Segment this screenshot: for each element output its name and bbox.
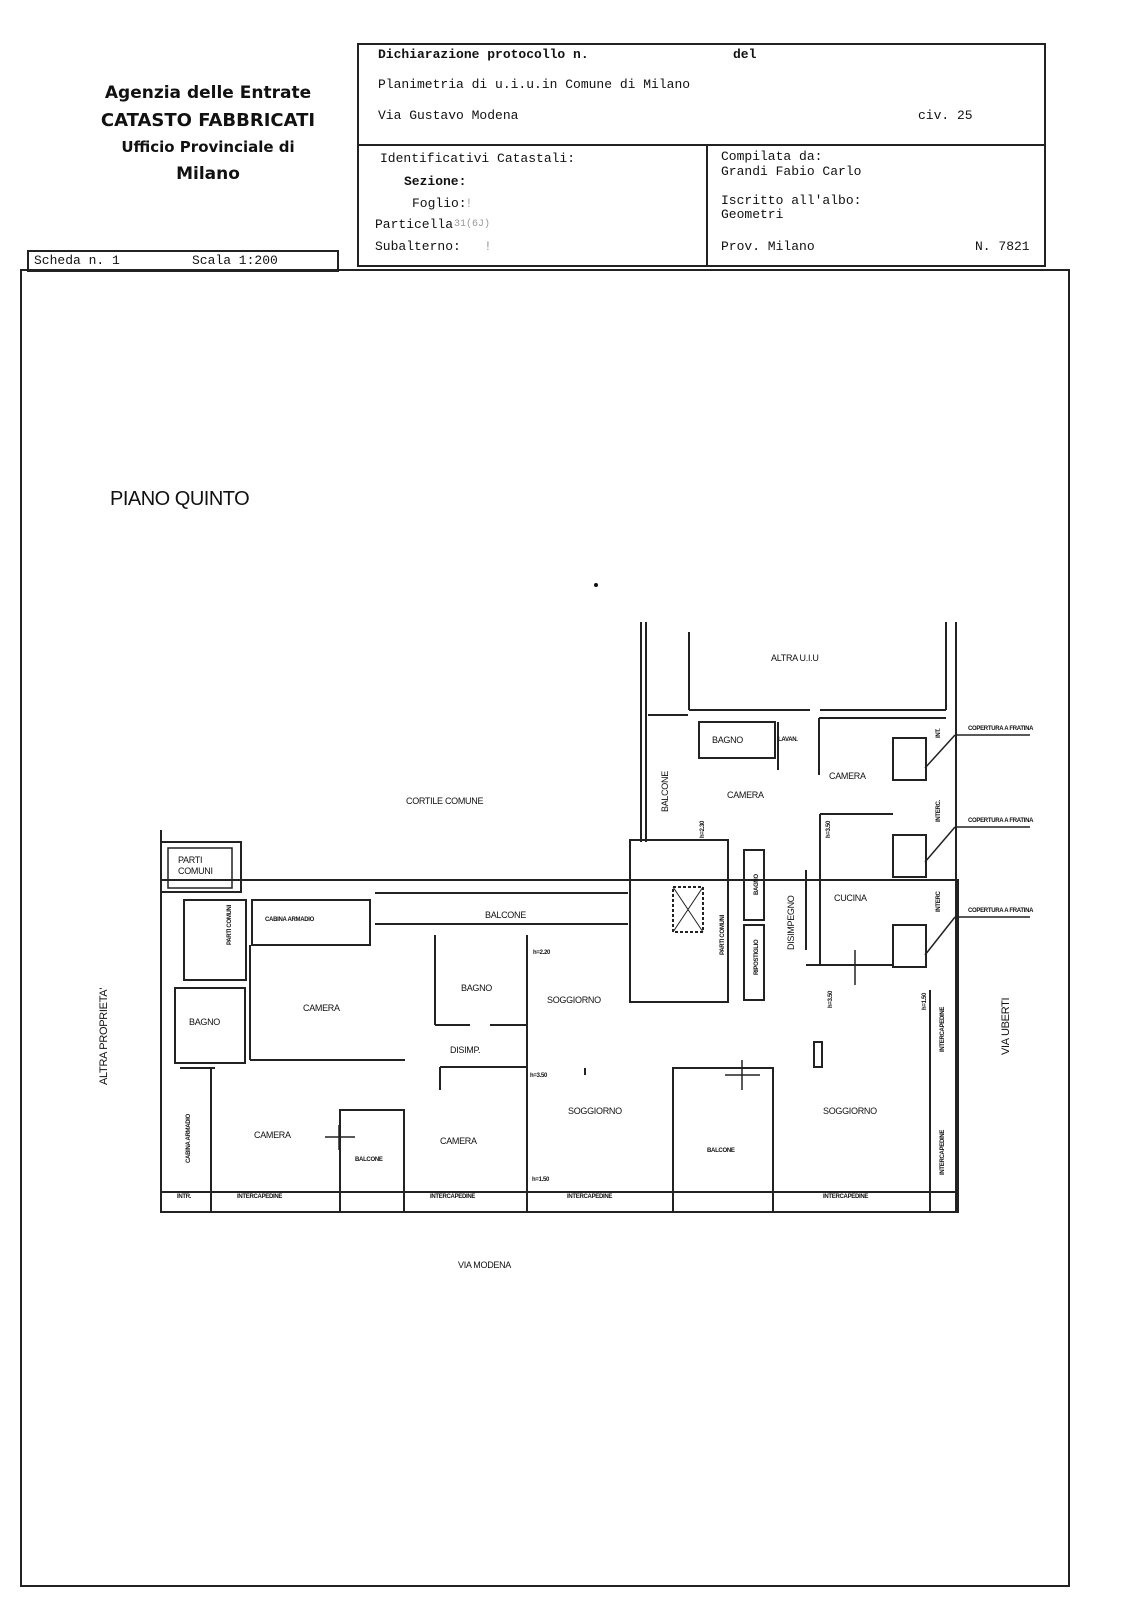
floor-title: PIANO QUINTO xyxy=(110,488,250,510)
subalterno-value: ! xyxy=(484,239,492,254)
subalterno-label: Subalterno: xyxy=(375,239,461,254)
room-intercapedine: INTERCAPEDINE xyxy=(237,1194,283,1200)
other-unit-label: ALTRA U.I.U xyxy=(771,653,819,663)
dimension-and-leader-lines xyxy=(325,734,1030,1150)
room-soggiorno: SOGGIORNO xyxy=(823,1106,877,1116)
sezione-label: Sezione: xyxy=(404,174,467,189)
room-bagno: BAGNO xyxy=(189,1017,221,1027)
room-soggiorno: SOGGIORNO xyxy=(568,1106,622,1116)
courtyard-label: CORTILE COMUNE xyxy=(406,796,484,806)
civic-number: civ. 25 xyxy=(918,108,973,123)
province: Prov. Milano xyxy=(721,239,815,254)
room-bagno: BAGNO xyxy=(712,735,744,745)
room-camera: CAMERA xyxy=(829,771,866,781)
room-parti-comuni: PARTI COMUNI xyxy=(720,915,726,955)
room-cabina-armadio: CABINA ARMADIO xyxy=(265,917,315,923)
room-soggiorno: SOGGIORNO xyxy=(547,995,601,1005)
scheda-number: Scheda n. 1 xyxy=(34,253,120,268)
roof-label: COPERTURA A FRATINA xyxy=(968,818,1034,824)
particella-value: 31(6J) xyxy=(454,219,491,230)
registration-number: N. 7821 xyxy=(975,239,1030,254)
compiled-by-value: Grandi Fabio Carlo xyxy=(721,164,862,179)
room-camera: CAMERA xyxy=(254,1130,291,1140)
registered-label: Iscritto all'albo: xyxy=(721,193,862,208)
agency-header: Agenzia delle Entrate CATASTO FABBRICATI… xyxy=(78,80,338,188)
room-intercapedine: INTERCAPEDINE xyxy=(430,1194,476,1200)
other-property-label: ALTRA PROPRIETA' xyxy=(98,987,110,1085)
room-camera: CAMERA xyxy=(303,1003,340,1013)
room-bagno: BAGNO xyxy=(461,983,493,993)
compiler-box xyxy=(706,144,1046,267)
del-label: del xyxy=(733,47,757,62)
room-parti-comuni: PARTI COMUNI xyxy=(178,855,213,876)
room-parti-comuni: PARTI COMUNI xyxy=(227,905,233,945)
street-modena-label: VIA MODENA xyxy=(458,1260,512,1270)
agency-name: Agenzia delle Entrate xyxy=(104,83,312,103)
roof-label: COPERTURA A FRATINA xyxy=(968,726,1034,732)
room-camera: CAMERA xyxy=(440,1136,477,1146)
room-disimpegno: DISIMP. xyxy=(450,1045,481,1055)
room-lavanderia: LAVAN. xyxy=(778,737,798,743)
foglio-value: ! xyxy=(465,196,473,211)
room-int: INT. xyxy=(936,728,942,738)
room-intercapedine: INTR. xyxy=(177,1194,192,1200)
height-label: h=2.20 xyxy=(533,950,551,956)
room-interc: INTERC xyxy=(936,891,942,912)
height-label: h=3.50 xyxy=(826,820,832,838)
particella-label: Particella xyxy=(375,217,454,232)
height-label: h=3.50 xyxy=(530,1073,548,1079)
room-cucina: CUCINA xyxy=(834,893,867,903)
room-camera: CAMERA xyxy=(727,790,764,800)
room-balcone: BALCONE xyxy=(660,771,670,812)
room-intercapedine: INTERCAPEDINE xyxy=(823,1194,869,1200)
room-intercapedine: INTERCAPEDINE xyxy=(567,1194,613,1200)
room-disimpegno: DISIMPEGNO xyxy=(786,895,796,950)
room-ripostiglio: RIPOSTIGLIO xyxy=(754,939,760,975)
roof-label: COPERTURA A FRATINA xyxy=(968,908,1034,914)
drawing-frame xyxy=(20,269,1070,1587)
room-intercapedine: INTERCAPEDINE xyxy=(940,1129,946,1175)
agency-office: Ufficio Provinciale di xyxy=(121,138,295,156)
protocol-label: Dichiarazione protocollo n. xyxy=(378,47,589,62)
identifiers-label: Identificativi Catastali: xyxy=(380,151,576,166)
foglio-label: Foglio: xyxy=(412,196,467,211)
room-balcone: BALCONE xyxy=(485,910,526,920)
room-cabina-armadio: CABINA ARMADIO xyxy=(186,1113,192,1163)
walls xyxy=(160,622,959,1213)
planimetria-text: Planimetria di u.i.u.in Comune di Milano xyxy=(378,77,691,92)
agency-department: CATASTO FABBRICATI xyxy=(100,110,316,131)
address-text: Via Gustavo Modena xyxy=(378,108,519,123)
room-interc: INTERC. xyxy=(936,800,942,822)
height-label: h=3.50 xyxy=(828,990,834,1008)
compiled-by-label: Compilata da: xyxy=(721,149,823,164)
room-balcone: BALCONE xyxy=(355,1157,383,1163)
street-uberti-label: VIA UBERTI xyxy=(1000,997,1012,1055)
height-label: h=1.50 xyxy=(922,992,928,1010)
room-bagno: BAGNO xyxy=(754,874,760,895)
agency-city: Milano xyxy=(176,164,240,184)
height-label: h=1.50 xyxy=(532,1177,550,1183)
room-balcone: BALCONE xyxy=(707,1148,735,1154)
scale-label: Scala 1:200 xyxy=(192,253,278,268)
height-label: h=2.30 xyxy=(700,820,706,838)
registered-value: Geometri xyxy=(721,207,784,222)
room-intercapedine: INTERCAPEDINE xyxy=(940,1006,946,1052)
